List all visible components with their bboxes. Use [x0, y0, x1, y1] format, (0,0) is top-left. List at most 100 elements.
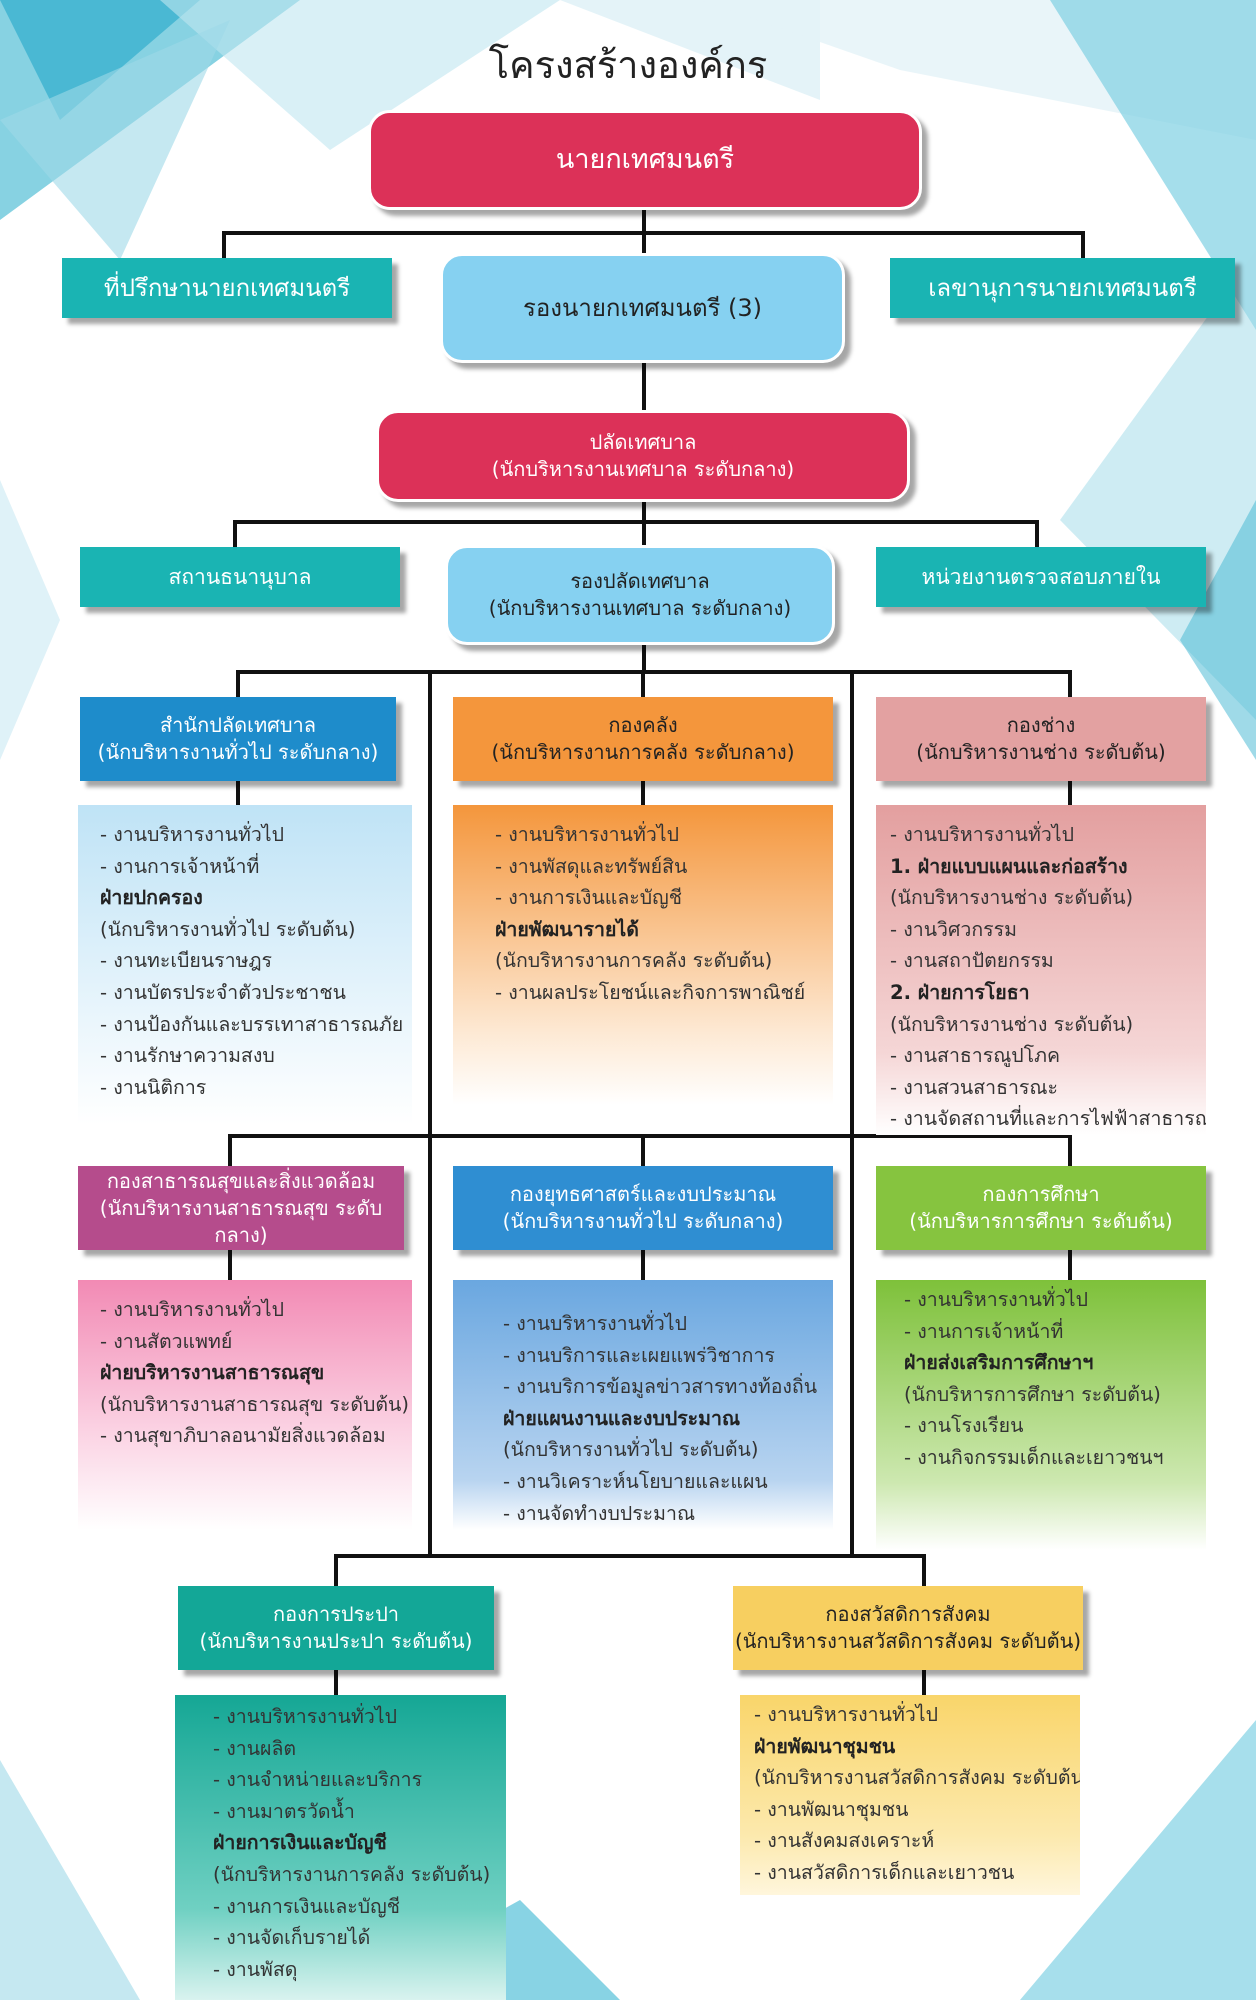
task-item: - งานจัดสถานที่และการไฟฟ้าสาธารณะ	[890, 1107, 1206, 1131]
task-item: - งานป้องกันและบรรเทาสาธารณภัย	[100, 1012, 404, 1036]
clerk-subtitle: (นักบริหารงานเทศบาล ระดับกลาง)	[491, 457, 795, 481]
dept-strategy-budget-list: - งานบริหารงานทั่วไป - งานบริการและเผยแพ…	[453, 1280, 833, 1530]
pawnshop-box: สถานธนานุบาล	[80, 547, 400, 607]
task-item: - งานสวัสดิการเด็กและเยาวชน	[754, 1860, 1015, 1884]
section-header: ฝ่ายปกครอง	[100, 886, 203, 910]
dept-title: กองยุทธศาสตร์และงบประมาณ	[509, 1182, 777, 1206]
clerk-title: ปลัดเทศบาล	[589, 430, 697, 454]
dept-title: กองสวัสดิการสังคม	[825, 1602, 991, 1626]
dept-title: กองการศึกษา	[982, 1182, 1100, 1206]
section-header: ฝ่ายบริหารงานสาธารณสุข	[100, 1361, 325, 1385]
dept-education: กองการศึกษา (นักบริหารการศึกษา ระดับต้น)	[876, 1166, 1206, 1250]
dept-waterworks: กองการประปา (นักบริหารงานประปา ระดับต้น)	[178, 1586, 494, 1670]
dept-public-health-list: - งานบริหารงานทั่วไป - งานสัตวแพทย์ ฝ่าย…	[78, 1280, 412, 1530]
task-item: - งานบริหารงานทั่วไป	[890, 823, 1074, 846]
dept-finance-list: - งานบริหารงานทั่วไป - งานพัสดุและทรัพย์…	[453, 805, 833, 1105]
dept-education-list: - งานบริหารงานทั่วไป - งานการเจ้าหน้าที่…	[876, 1280, 1206, 1550]
dept-subtitle: (นักบริหารงานสวัสดิการสังคม ระดับต้น)	[734, 1629, 1082, 1653]
task-item: - งานจัดทำงบประมาณ	[503, 1501, 696, 1525]
dept-office-of-clerk: สำนักปลัดเทศบาล (นักบริหารงานทั่วไป ระดั…	[80, 697, 396, 781]
task-item: - งานจัดเก็บรายได้	[213, 1926, 371, 1950]
task-item: - งานบริหารงานทั่วไป	[503, 1312, 687, 1335]
deputy-mayor-label: รองนายกเทศมนตรี (3)	[522, 293, 763, 322]
section-header: 1. ฝ่ายแบบแผนและก่อสร้าง	[890, 854, 1128, 878]
dept-subtitle: (นักบริหารงานทั่วไป ระดับกลาง)	[502, 1209, 784, 1233]
dept-engineering-list: - งานบริหารงานทั่วไป 1. ฝ่ายแบบแผนและก่อ…	[876, 805, 1206, 1135]
task-item: - งานการเจ้าหน้าที่	[100, 854, 260, 878]
deputy-clerk-title: รองปลัดเทศบาล	[570, 569, 710, 593]
task-item: - งานบริการข้อมูลข่าวสารทางท้องถิ่น	[503, 1375, 818, 1399]
task-item: - งานสวนสาธารณะ	[890, 1075, 1058, 1099]
task-item: - งานนิติการ	[100, 1075, 207, 1099]
dept-subtitle: (นักบริหารงานประปา ระดับต้น)	[199, 1629, 473, 1653]
dept-title: กองสาธารณสุขและสิ่งแวดล้อม	[106, 1168, 376, 1193]
task-item: (นักบริหารงานช่าง ระดับต้น)	[890, 886, 1134, 910]
dept-title: กองคลัง	[608, 713, 678, 737]
task-item: - งานจำหน่ายและบริการ	[213, 1768, 423, 1792]
dept-title: กองช่าง	[1006, 713, 1076, 737]
task-item: (นักบริหารการศึกษา ระดับต้น)	[904, 1382, 1161, 1406]
advisor-box: ที่ปรึกษานายกเทศมนตรี	[62, 258, 392, 318]
dept-social-welfare: กองสวัสดิการสังคม (นักบริหารงานสวัสดิการ…	[733, 1586, 1083, 1670]
task-item: - งานโรงเรียน	[904, 1414, 1024, 1438]
dept-office-of-clerk-list: - งานบริหารงานทั่วไป - งานการเจ้าหน้าที่…	[78, 805, 412, 1125]
deputy-clerk-subtitle: (นักบริหารงานเทศบาล ระดับกลาง)	[488, 596, 792, 620]
task-item: - งานสังคมสงเคราะห์	[754, 1829, 935, 1853]
mayor-label: นายกเทศมนตรี	[555, 143, 735, 175]
task-item: - งานพัฒนาชุมชน	[754, 1797, 909, 1821]
dept-strategy-budget: กองยุทธศาสตร์และงบประมาณ (นักบริหารงานทั…	[453, 1166, 833, 1250]
dept-finance: กองคลัง (นักบริหารงานการคลัง ระดับกลาง)	[453, 697, 833, 781]
task-item: - งานผลิต	[213, 1736, 297, 1760]
task-item: - งานบริการและเผยแพร่วิชาการ	[503, 1343, 775, 1367]
task-item: - งานการเงินและบัญชี	[495, 886, 683, 910]
task-item: - งานการเจ้าหน้าที่	[904, 1319, 1064, 1343]
dept-public-health: กองสาธารณสุขและสิ่งแวดล้อม (นักบริหารงาน…	[78, 1166, 404, 1250]
section-header: 2. ฝ่ายการโยธา	[890, 980, 1030, 1004]
section-header: ฝ่ายพัฒนารายได้	[495, 917, 639, 941]
task-item: - งานบริหารงานทั่วไป	[904, 1288, 1088, 1311]
task-item: - งานมาตรวัดน้ำ	[213, 1799, 355, 1823]
audit-box: หน่วยงานตรวจสอบภายใน	[876, 547, 1206, 607]
task-item: - งานบริหารงานทั่วไป	[495, 823, 679, 846]
audit-label: หน่วยงานตรวจสอบภายใน	[921, 564, 1161, 589]
task-item: - งานสุขาภิบาลอนามัยสิ่งแวดล้อม	[100, 1424, 386, 1448]
dept-social-welfare-list: - งานบริหารงานทั่วไป ฝ่ายพัฒนาชุมชน (นัก…	[740, 1695, 1080, 1895]
advisor-label: ที่ปรึกษานายกเทศมนตรี	[103, 273, 351, 302]
task-item: - งานบริหารงานทั่วไป	[100, 1298, 284, 1321]
dept-subtitle: (นักบริหารงานช่าง ระดับต้น)	[916, 740, 1166, 764]
section-header: ฝ่ายแผนงานและงบประมาณ	[503, 1406, 741, 1430]
dept-subtitle: (นักบริหารการศึกษา ระดับต้น)	[909, 1209, 1173, 1233]
dept-subtitle: (นักบริหารงานการคลัง ระดับกลาง)	[491, 740, 795, 764]
secretary-box: เลขานุการนายกเทศมนตรี	[890, 258, 1235, 318]
deputy-mayor-box: รองนายกเทศมนตรี (3)	[440, 253, 845, 363]
section-header: ฝ่ายการเงินและบัญชี	[213, 1831, 387, 1855]
task-item: - งานบริหารงานทั่วไป	[213, 1705, 397, 1728]
deputy-clerk-box: รองปลัดเทศบาล (นักบริหารงานเทศบาล ระดับก…	[445, 545, 835, 645]
task-item: (นักบริหารงานการคลัง ระดับต้น)	[213, 1862, 491, 1886]
section-header: ฝ่ายพัฒนาชุมชน	[754, 1734, 896, 1758]
task-item: - งานพัสดุและทรัพย์สิน	[495, 854, 688, 878]
dept-subtitle: (นักบริหารงานสาธารณสุข ระดับกลาง)	[99, 1195, 383, 1247]
task-item: - งานบริหารงานทั่วไป	[754, 1703, 938, 1726]
task-item: - งานสาธารณูปโภค	[890, 1044, 1061, 1068]
task-item: (นักบริหารงานสวัสดิการสังคม ระดับต้น)	[754, 1766, 1080, 1790]
task-item: - งานสัตวแพทย์	[100, 1329, 233, 1353]
task-item: - งานพัสดุ	[213, 1957, 298, 1981]
task-item: - งานผลประโยชน์และกิจการพาณิชย์	[495, 980, 806, 1004]
task-item: (นักบริหารงานการคลัง ระดับต้น)	[495, 949, 773, 973]
task-item: - งานบัตรประจำตัวประชาชน	[100, 980, 346, 1004]
task-item: - งานสถาปัตยกรรม	[890, 949, 1054, 973]
dept-waterworks-list: - งานบริหารงานทั่วไป - งานผลิต - งานจำหน…	[175, 1695, 506, 2000]
task-item: (นักบริหารงานทั่วไป ระดับต้น)	[100, 917, 356, 941]
task-item: - งานกิจกรรมเด็กและเยาวชนฯ	[904, 1445, 1164, 1469]
task-item: (นักบริหารงานสาธารณสุข ระดับต้น)	[100, 1392, 409, 1416]
task-item: - งานวิศวกรรม	[890, 917, 1017, 941]
task-item: - งานการเงินและบัญชี	[213, 1894, 401, 1918]
task-item: - งานวิเคราะห์นโยบายและแผน	[503, 1469, 768, 1493]
clerk-box: ปลัดเทศบาล (นักบริหารงานเทศบาล ระดับกลาง…	[376, 410, 910, 502]
page-title: โครงสร้างองค์กร	[488, 43, 768, 87]
task-item: - งานรักษาความสงบ	[100, 1044, 275, 1068]
pawnshop-label: สถานธนานุบาล	[168, 564, 312, 589]
section-header: ฝ่ายส่งเสริมการศึกษาฯ	[904, 1351, 1094, 1375]
